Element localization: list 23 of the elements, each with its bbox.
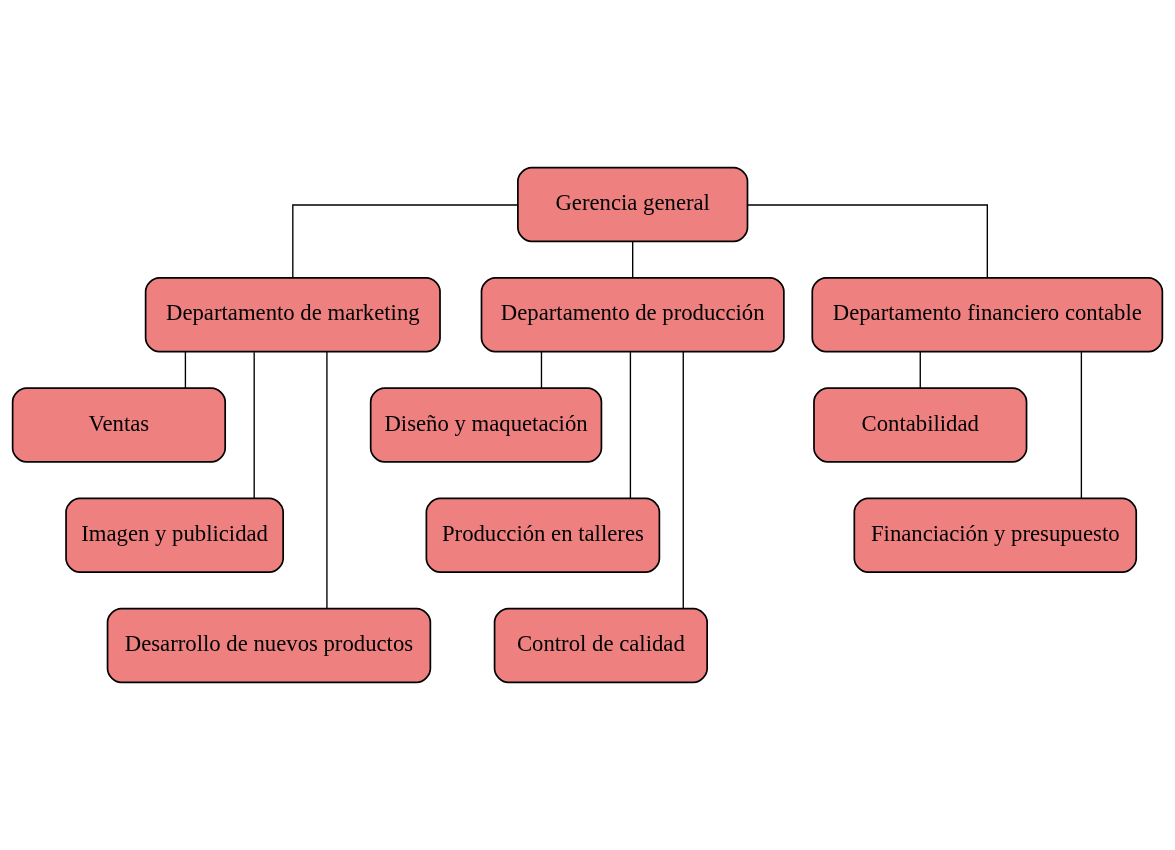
node-box: Ventas bbox=[11, 387, 227, 463]
connector bbox=[919, 351, 921, 389]
node-box: Desarrollo de nuevos productos bbox=[106, 607, 432, 684]
connector bbox=[747, 204, 988, 279]
connector bbox=[540, 351, 543, 389]
node-box: Gerencia general bbox=[517, 166, 749, 243]
node-box: Contabilidad bbox=[813, 387, 1028, 463]
node-box: Control de calidad bbox=[493, 607, 708, 684]
connector bbox=[292, 204, 519, 279]
connector bbox=[629, 351, 632, 499]
node-box: Financiación y presupuesto bbox=[853, 497, 1138, 574]
connector bbox=[682, 351, 684, 609]
connector bbox=[184, 351, 187, 389]
node-box: Departamento de marketing bbox=[144, 276, 441, 353]
node-box: Imagen y publicidad bbox=[65, 497, 284, 574]
connector bbox=[326, 351, 328, 609]
connector bbox=[253, 351, 255, 499]
connector bbox=[632, 240, 634, 279]
node-box: Departamento financiero contable bbox=[811, 276, 1164, 353]
node-box: Producción en talleres bbox=[425, 497, 661, 574]
node-box: Departamento de producción bbox=[480, 276, 785, 353]
connector bbox=[1080, 351, 1083, 499]
node-box: Diseño y maquetación bbox=[369, 387, 603, 463]
